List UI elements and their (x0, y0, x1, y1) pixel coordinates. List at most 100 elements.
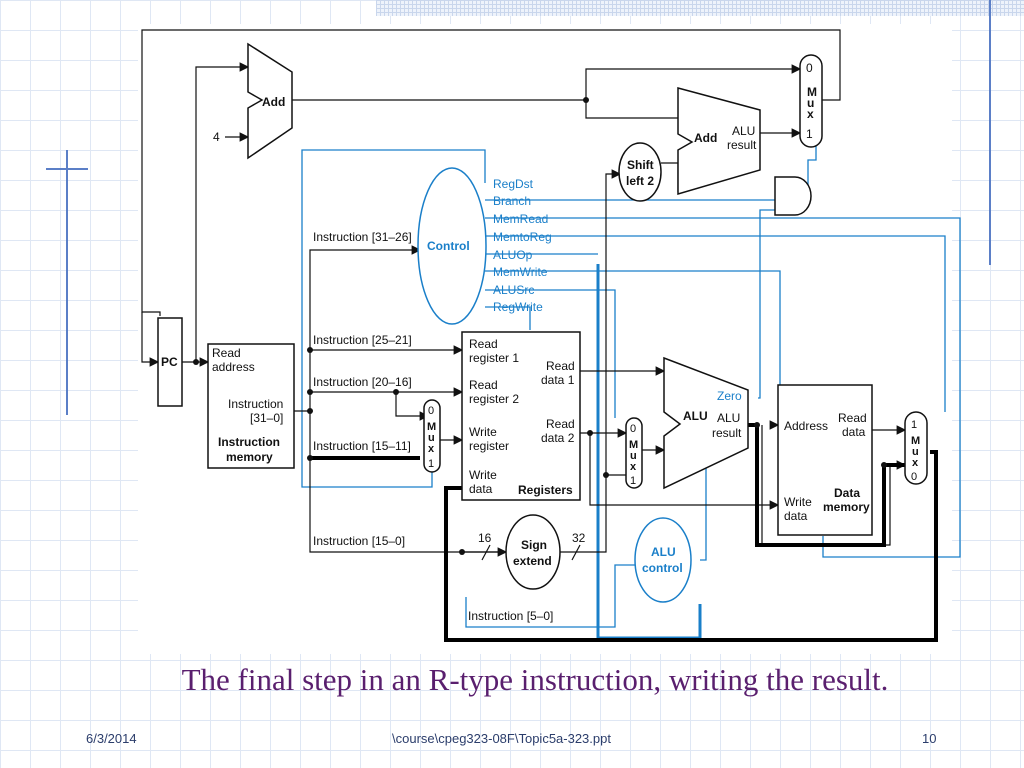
const-four-label: 4 (213, 130, 220, 144)
wire-rd2-to-mem (589, 433, 780, 510)
footer-file-path: \course\cpeg323-08F\Topic5a-323.ppt (392, 731, 611, 746)
mux-reg-x: x (428, 443, 435, 455)
wire-add-to-mux (292, 64, 802, 101)
slide-top-banner (376, 0, 1024, 16)
mux-reg-port-1: 1 (428, 458, 434, 470)
mux-pc-port-0: 0 (806, 61, 813, 75)
shift-label-2: left 2 (626, 174, 654, 188)
wire-signext-to-shift (560, 169, 622, 553)
reg-read-data2-a: Read (546, 417, 575, 431)
field-25-21: Instruction [25–21] (313, 333, 412, 347)
pc-label: PC (161, 355, 178, 369)
adder-pc-label: Add (262, 95, 285, 109)
signal-regdst: RegDst (493, 177, 534, 191)
wire-aluctrl-to-alu (700, 462, 707, 561)
data-memory: Address Read data Write data Data memory (777, 384, 873, 536)
mux-reg-m: M (427, 421, 436, 433)
bits-16-label: 16 (478, 531, 492, 545)
branch-and-gate (774, 176, 812, 216)
alu-zero-label: Zero (717, 389, 742, 403)
dmem-write-data-1: Write (784, 495, 812, 509)
mux-reg-u: u (428, 432, 435, 444)
alu-control-2: control (642, 561, 683, 575)
decorative-left-tick (46, 168, 88, 170)
wire-regwrite (485, 306, 531, 330)
field-15-0: Instruction [15–0] (313, 534, 405, 548)
mux-mem-u: u (912, 446, 919, 458)
imem-instruction-2: [31–0] (250, 411, 283, 425)
imem-instruction-1: Instruction (228, 397, 283, 411)
mux-alu-x: x (630, 461, 637, 473)
control-unit: Control (417, 167, 487, 325)
footer-page-number: 10 (922, 731, 937, 746)
imem-title-1: Instruction (218, 435, 280, 449)
mux-mem-x: x (912, 457, 919, 469)
reg-read-reg2-b: register 2 (469, 392, 519, 406)
field-20-16: Instruction [20–16] (313, 375, 412, 389)
wire-instr-20-16-mux (395, 392, 430, 421)
wire-instr-5-0 (465, 564, 637, 628)
mux-alu-u: u (630, 450, 637, 462)
reg-read-reg1-b: register 1 (469, 351, 519, 365)
alu-control: ALU control (634, 517, 692, 603)
program-counter: PC (157, 317, 183, 407)
dmem-read-data-1: Read (838, 411, 867, 425)
field-5-0: Instruction [5–0] (468, 609, 553, 623)
dmem-address: Address (784, 419, 828, 433)
wire-and-to-pcmux (807, 145, 817, 190)
adder-branch-label: Add (694, 131, 717, 145)
dmem-read-data-2: data (842, 425, 866, 439)
dmem-title-1: Data (834, 486, 860, 500)
adder-branch-result-2: result (727, 138, 757, 152)
thick-mux-to-writedata (444, 450, 938, 642)
reg-write-data-b: data (469, 482, 493, 496)
instruction-field-labels: Instruction [31–26] Instruction [25–21] … (313, 230, 553, 623)
reg-title: Registers (518, 483, 573, 497)
wire-instr-bus (294, 245, 422, 412)
imem-read-address-1: Read (212, 346, 241, 360)
wire-pcadd-to-branch (585, 100, 678, 119)
wire-zero (758, 209, 778, 399)
reg-read-data1-a: Read (546, 359, 575, 373)
reg-read-data2-b: data 2 (541, 431, 575, 445)
field-31-26: Instruction [31–26] (313, 230, 412, 244)
mux-memtoreg: 1 M u x 0 (904, 411, 928, 485)
sign-extend: Sign extend 16 32 (478, 514, 586, 590)
mux-alusrc: 0 M u x 1 (625, 417, 643, 489)
field-15-11: Instruction [15–11] (313, 439, 411, 453)
wire-regdst (301, 149, 486, 488)
wire-junctions (193, 97, 887, 555)
mux-pc-port-1: 1 (806, 127, 813, 141)
signal-memread: MemRead (493, 212, 548, 226)
signal-memwrite: MemWrite (493, 265, 548, 279)
alu-control-1: ALU (651, 545, 676, 559)
signal-memtoreg: MemtoReg (493, 230, 552, 244)
alu-main-result-1: ALU (717, 411, 740, 425)
mux-alu-port-1: 1 (630, 475, 636, 487)
shift-label-1: Shift (627, 158, 654, 172)
reg-write-reg-a: Write (469, 425, 497, 439)
mux-pc-x: x (807, 107, 814, 121)
wire-memwrite (485, 270, 781, 385)
imem-title-2: memory (226, 450, 273, 464)
alu-main-result-2: result (712, 426, 742, 440)
instruction-memory: Read address Instruction [31–0] Instruct… (207, 343, 295, 469)
wire-memread (485, 217, 961, 558)
wire-pc-to-add (195, 62, 250, 362)
signal-regwrite: RegWrite (493, 300, 543, 314)
alu-main: ALU ALU result Zero (663, 356, 749, 490)
reg-read-reg2-a: Read (469, 378, 498, 392)
reg-write-reg-b: register (469, 439, 509, 453)
decorative-left-line (66, 150, 68, 415)
register-file: Read register 1 Read register 2 Write re… (461, 331, 581, 501)
wire-memtoreg (485, 235, 946, 412)
mux-alu-port-0: 0 (630, 423, 636, 435)
reg-read-reg1-a: Read (469, 337, 498, 351)
mux-mem-port-0: 0 (911, 471, 917, 483)
reg-read-data1-b: data 1 (541, 373, 575, 387)
adder-pc: Add (247, 42, 293, 160)
signal-aluop: ALUOp (493, 248, 533, 262)
signal-branch: Branch (493, 194, 531, 208)
wire-alusrc (485, 289, 616, 418)
